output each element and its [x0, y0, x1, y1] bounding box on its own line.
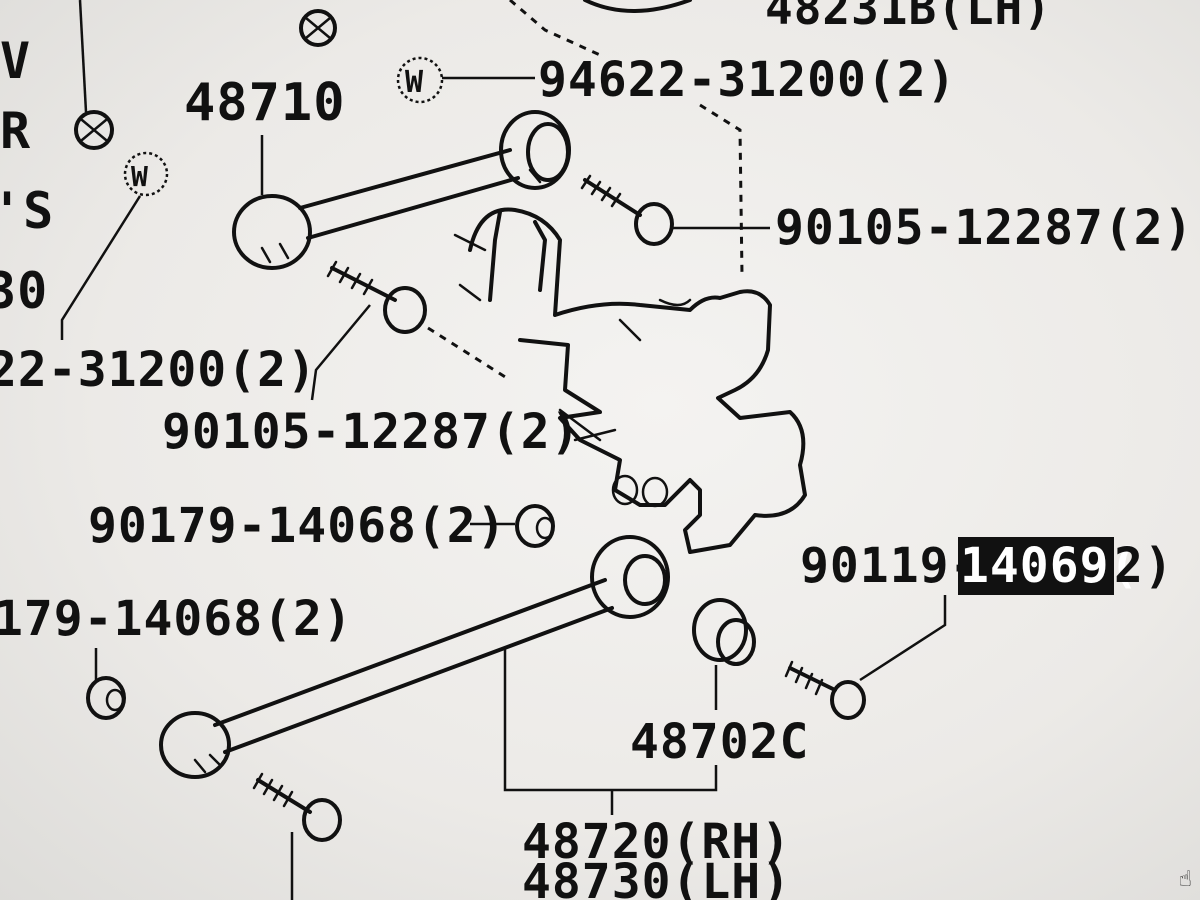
lower-control-arm-48720 — [159, 535, 670, 779]
bolt-icon — [580, 174, 674, 246]
leader-line — [310, 304, 371, 401]
label-nut-179-left: 179-14068(2) — [0, 591, 353, 647]
bracket-leader — [503, 648, 718, 815]
highlight-selection — [958, 537, 1114, 595]
upper-control-arm-48710 — [232, 110, 571, 270]
washer-icon: W — [396, 56, 444, 104]
highlighted-part-number[interactable]: 14069( — [960, 538, 1139, 594]
dashed-guide — [427, 326, 511, 382]
nut-icon — [515, 504, 555, 548]
bushing-48702c — [692, 598, 756, 666]
nut-icon — [299, 9, 337, 47]
leader-line — [78, 0, 88, 113]
hand-cursor-icon: ☝ — [1178, 867, 1192, 892]
svg-text:W: W — [131, 160, 149, 193]
margin-fragment-3: 'S — [0, 182, 54, 240]
bolt-icon — [784, 660, 866, 720]
label-bushing-48702c: 48702C — [630, 714, 809, 770]
label-48720-rh: 48720(RH) — [522, 814, 791, 870]
nut-icon — [74, 110, 114, 150]
label-48710: 48710 — [184, 73, 346, 133]
svg-text:W: W — [405, 65, 424, 100]
label-48231b-lh: 48231B(LH) — [765, 0, 1052, 35]
label-bolt-90105-upper-left: 90105-12287(2) — [162, 404, 581, 460]
dashed-guide — [699, 103, 744, 276]
label-washer-94622-top: 94622-31200(2) — [538, 52, 957, 108]
dashed-guide-top — [509, 0, 601, 57]
nut-icon — [86, 676, 126, 720]
bolt-icon — [326, 260, 427, 334]
label-bolt-90119-prefix: 90119- — [800, 538, 979, 594]
washer-icon: W — [123, 151, 169, 197]
leader-line — [60, 195, 142, 340]
bolt-icon — [252, 772, 342, 842]
upper-mount-outline — [583, 0, 692, 13]
leader-line — [859, 595, 947, 682]
label-48730-lh: 48730(LH) — [522, 854, 791, 900]
margin-fragment-4: 30 — [0, 262, 48, 320]
axle-carrier-knuckle — [453, 207, 807, 554]
margin-fragment-1: V — [0, 32, 31, 90]
label-bolt-90105-upper-right: 90105-12287(2) — [775, 200, 1194, 256]
label-washer-22-31200-left: 22-31200(2) — [0, 342, 317, 398]
label-nut-90179-mid: 90179-14068(2) — [88, 498, 507, 554]
margin-fragment-2: R — [0, 102, 31, 160]
label-bolt-90119-suffix: 2) — [1114, 538, 1174, 594]
